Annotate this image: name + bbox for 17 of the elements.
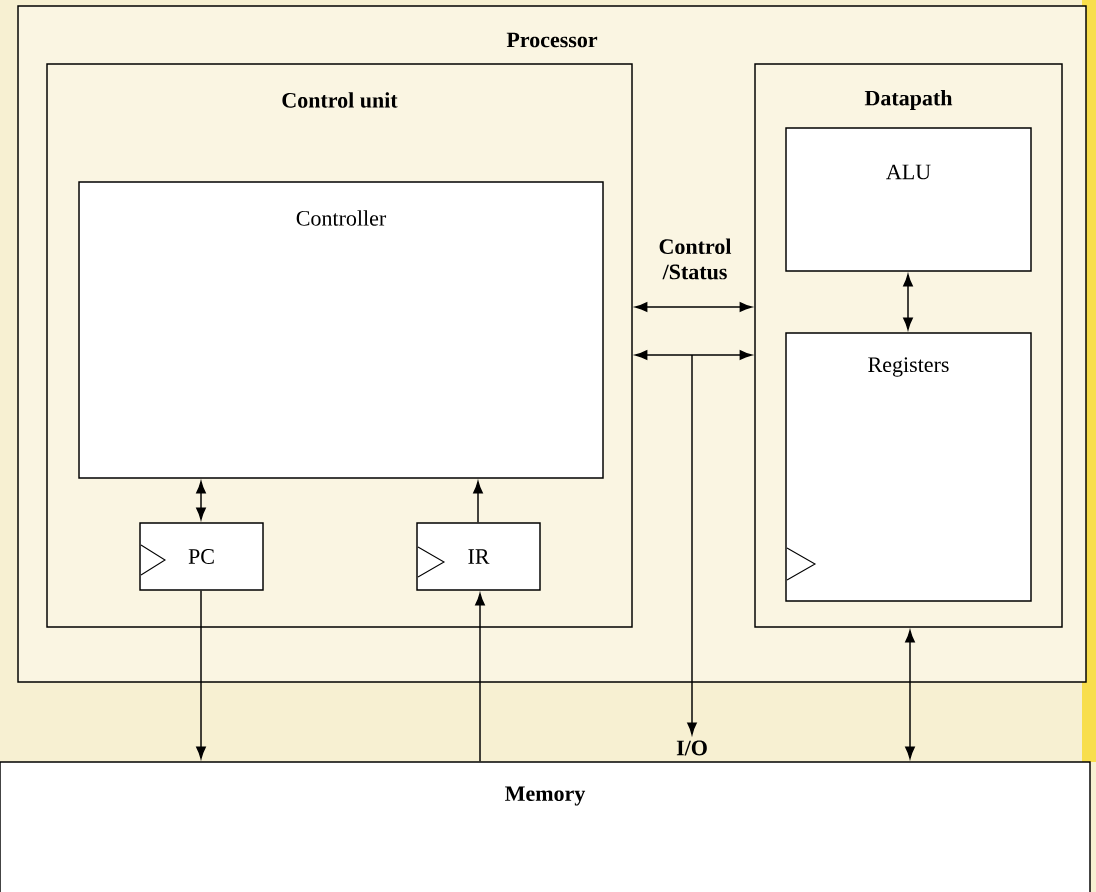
controller-box: Controller [78,181,604,479]
arrow [687,354,697,735]
arrow [196,590,206,759]
edge-label: Control /Status [659,238,732,280]
arrow [473,481,483,523]
port-label: I/O [676,740,707,756]
arrow [903,274,913,330]
arrow [905,630,915,759]
alu-box: ALU [785,127,1032,272]
arrow [475,593,485,762]
register-box: IR [416,522,541,591]
memory-box: Memory [0,761,1091,892]
arrow [635,350,752,360]
register-box: PC [139,522,264,591]
register-file-box: Registers [785,332,1032,602]
arrow [196,481,206,520]
arrow [635,302,752,312]
